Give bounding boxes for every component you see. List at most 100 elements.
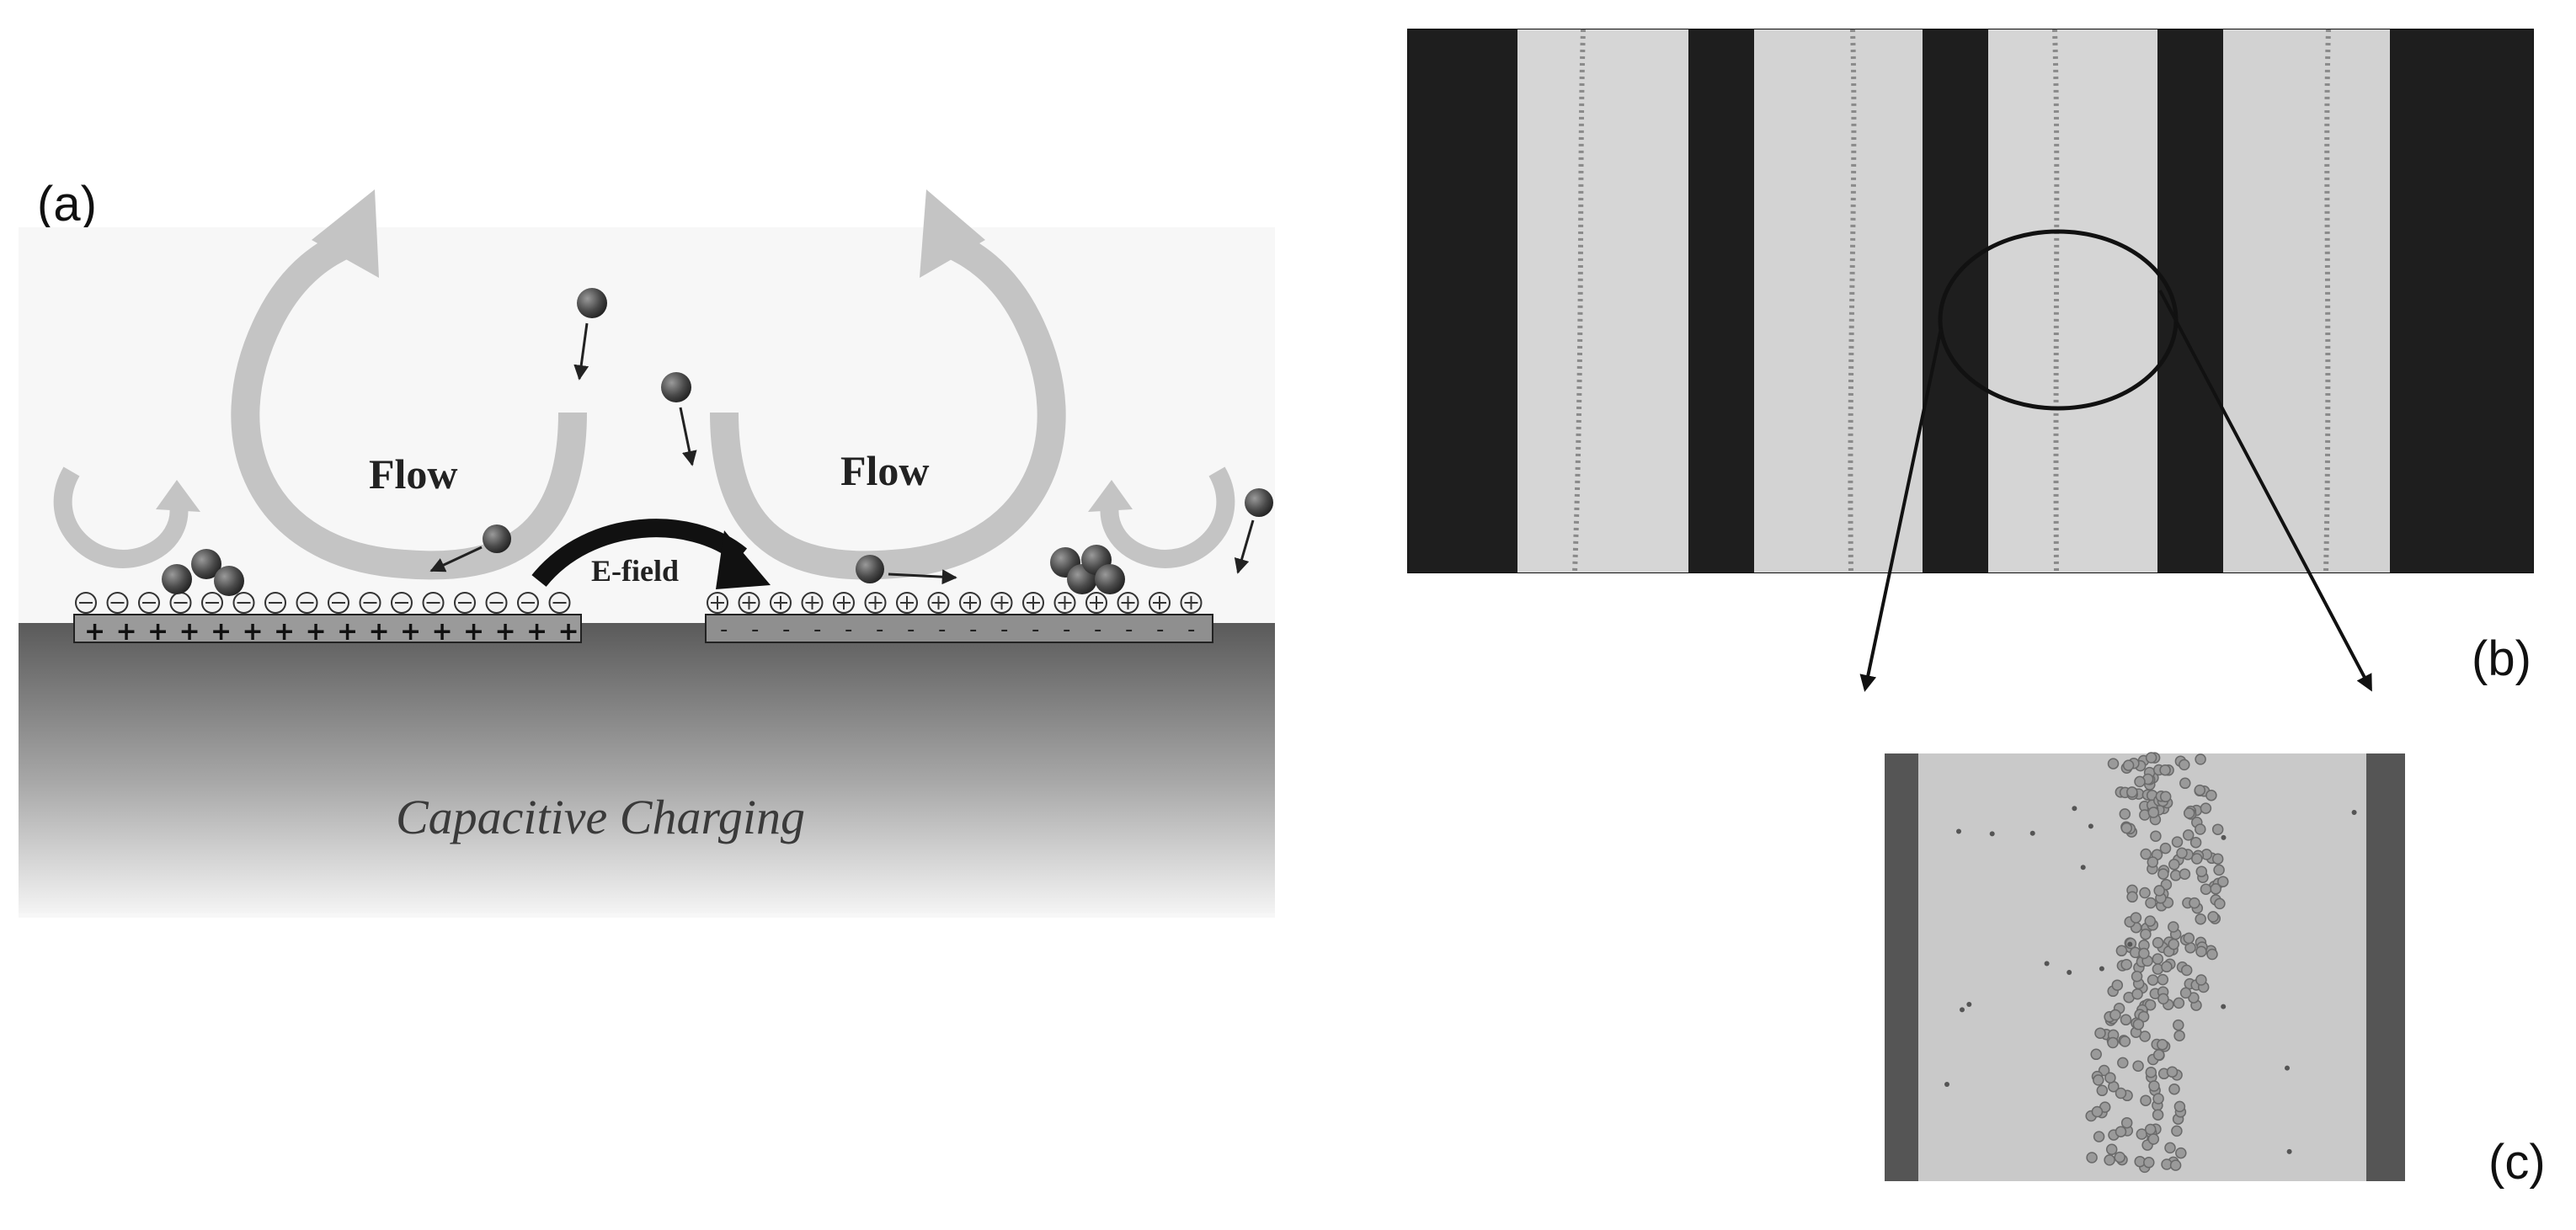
- cell-dot: [2109, 1009, 2121, 1021]
- plus-sign: +: [274, 617, 295, 647]
- cell-dot: [2148, 1080, 2160, 1092]
- panel-c-micrograph: (c): [1885, 752, 2546, 1190]
- particle: [191, 549, 221, 579]
- capacitive-charging-caption: Capacitive Charging: [396, 790, 805, 844]
- ion-symbol: [864, 592, 887, 614]
- particle: [1245, 488, 1273, 517]
- cell-dot: [2166, 1066, 2179, 1078]
- cell-dot: [2152, 1109, 2164, 1121]
- cell-dot: [2134, 775, 2146, 788]
- electrode-band: [2390, 29, 2533, 572]
- debris-dot: [2221, 834, 2227, 840]
- cell-dot: [2157, 1039, 2168, 1051]
- minus-sign: -: [969, 617, 977, 642]
- cell-dot: [2169, 1159, 2182, 1171]
- cell-dot: [2120, 1014, 2132, 1026]
- cell-dot: [2143, 1157, 2155, 1169]
- electrode-band: [1688, 29, 1754, 572]
- ion-symbol: [1180, 592, 1203, 614]
- plus-sign: +: [243, 617, 264, 647]
- cell-dot: [2107, 758, 2120, 769]
- plus-sign: +: [116, 617, 137, 647]
- ion-symbol: [391, 592, 413, 614]
- debris-dot: [2080, 865, 2086, 871]
- cell-dot: [2126, 786, 2138, 798]
- cell-dot: [2207, 911, 2219, 923]
- cell-dot: [2130, 912, 2142, 924]
- panel-c-label: (c): [2488, 1135, 2546, 1190]
- cell-dot: [2195, 945, 2207, 957]
- panel-b-micrograph: (b): [1407, 29, 2534, 692]
- ion-symbol: [1085, 592, 1107, 614]
- panel-a-diagram: (a) Capacitive Charging ++++++++++++++++…: [19, 177, 1275, 918]
- cell-dot: [2157, 973, 2169, 986]
- debris-dot: [1989, 831, 1995, 837]
- cell-dot: [2152, 1093, 2164, 1105]
- ion-symbol: [548, 592, 571, 614]
- minus-sign: -: [751, 617, 759, 642]
- cell-dot: [2168, 921, 2179, 933]
- cell-dot: [2189, 897, 2200, 909]
- debris-dot: [2088, 823, 2093, 829]
- ion-symbol: [770, 592, 792, 614]
- cell-dot: [2117, 1057, 2129, 1069]
- cell-dot: [2147, 856, 2159, 868]
- cell-dot: [2152, 953, 2164, 965]
- panel-a-label: (a): [37, 177, 97, 232]
- cell-dot: [2159, 764, 2171, 776]
- cell-dot: [2119, 1036, 2131, 1047]
- cell-dot: [2107, 1036, 2119, 1049]
- debris-dot: [2072, 806, 2077, 812]
- debris-dot: [1966, 1002, 1972, 1007]
- cell-dot: [2132, 1060, 2144, 1072]
- cell-dot: [2206, 948, 2218, 961]
- cell-dot: [2140, 928, 2152, 940]
- plus-sign: +: [369, 617, 390, 647]
- cell-dot: [2173, 997, 2185, 1009]
- minus-sign: -: [720, 617, 728, 642]
- ion-symbol: [1053, 592, 1076, 614]
- cell-dot: [2183, 807, 2195, 819]
- cell-dot: [2171, 1125, 2183, 1137]
- cell-dot: [2179, 868, 2191, 880]
- cell-dot: [2175, 1147, 2187, 1159]
- plus-sign: +: [84, 617, 105, 647]
- plus-sign: +: [558, 617, 579, 647]
- minus-sign: -: [1063, 617, 1070, 642]
- ion-symbol: [707, 592, 728, 614]
- panel-b-label: (b): [2472, 631, 2531, 686]
- cell-dot: [2191, 853, 2203, 865]
- cell-dot: [2131, 971, 2143, 982]
- minus-sign: -: [1187, 617, 1195, 642]
- cell-dot: [2152, 937, 2164, 949]
- ion-symbol: [738, 592, 760, 614]
- cell-dot: [2171, 836, 2184, 848]
- particle: [856, 555, 884, 583]
- flow-label-right: Flow: [840, 447, 930, 494]
- ion-symbol: [169, 592, 192, 614]
- cell-dot: [2144, 915, 2157, 927]
- debris-dot: [1956, 828, 1961, 834]
- cell-dot: [2140, 1094, 2152, 1106]
- ion-symbol: [833, 592, 855, 614]
- cell-dot: [2144, 998, 2157, 1011]
- cell-dot: [2217, 876, 2229, 887]
- cell-dot: [2195, 823, 2206, 835]
- cell-dot: [2194, 784, 2206, 796]
- particle: [577, 288, 607, 318]
- cell-dot: [2144, 1123, 2157, 1136]
- cell-dot: [2210, 883, 2221, 895]
- particles: [162, 288, 1273, 596]
- flow-arrow-small-left: [53, 466, 200, 568]
- cell-dot: [2195, 865, 2208, 877]
- cell-dot: [2145, 1066, 2157, 1078]
- efield-arrow: [531, 519, 771, 589]
- cell-dot: [2173, 1019, 2184, 1031]
- ion-symbol: [359, 592, 381, 614]
- cell-dot: [2090, 1048, 2102, 1061]
- plus-sign: +: [179, 617, 200, 647]
- particle: [483, 524, 511, 553]
- plus-sign: +: [400, 617, 421, 647]
- electrode-band: [1885, 753, 1918, 1181]
- right-ion-layer: [707, 592, 1203, 614]
